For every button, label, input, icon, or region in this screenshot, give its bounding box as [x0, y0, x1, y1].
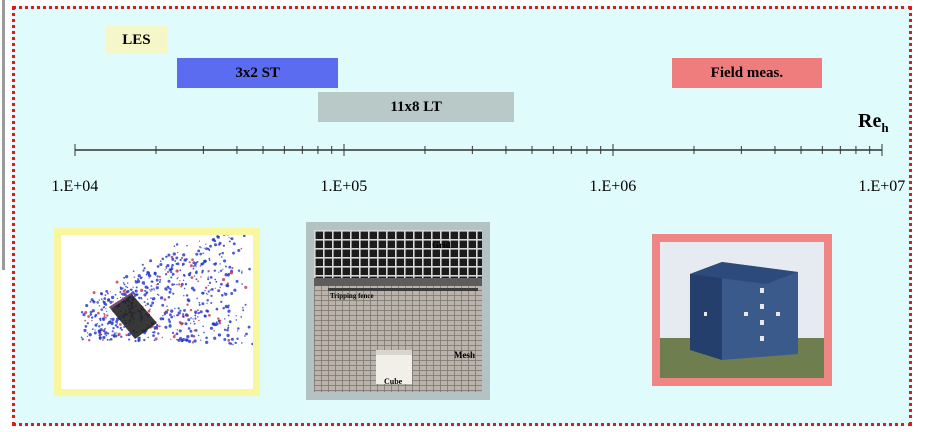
label-mesh: Mesh — [454, 350, 475, 360]
range-bar: 11x8 LT — [317, 92, 515, 122]
label-grid: Grid — [432, 240, 451, 250]
range-bar: Field meas. — [671, 58, 823, 88]
axis-title-main: Re — [858, 110, 882, 132]
left-edge-bar — [2, 0, 5, 270]
axis-title-sub: h — [881, 120, 889, 135]
wind-tunnel-panel: Grid Tripping fence Mesh Cube — [306, 222, 490, 400]
tick-label: 1.E+06 — [589, 178, 637, 195]
range-bar: 3x2 ST — [177, 58, 338, 88]
les-visualization-panel — [54, 217, 260, 396]
field-building-panel — [652, 234, 832, 386]
cube-shape — [109, 293, 157, 339]
range-bar: LES — [105, 26, 168, 54]
tick-label: 1.E+07 — [858, 178, 906, 195]
axis-title: Reh — [858, 110, 889, 136]
wind-tunnel-photo — [314, 230, 482, 392]
les-vortex-image — [80, 217, 254, 346]
field-building-photo — [660, 242, 824, 378]
tick-label: 1.E+04 — [51, 178, 99, 195]
label-tripping-fence: Tripping fence — [330, 292, 374, 300]
tick-label: 1.E+05 — [320, 178, 368, 195]
label-cube: Cube — [384, 377, 403, 386]
